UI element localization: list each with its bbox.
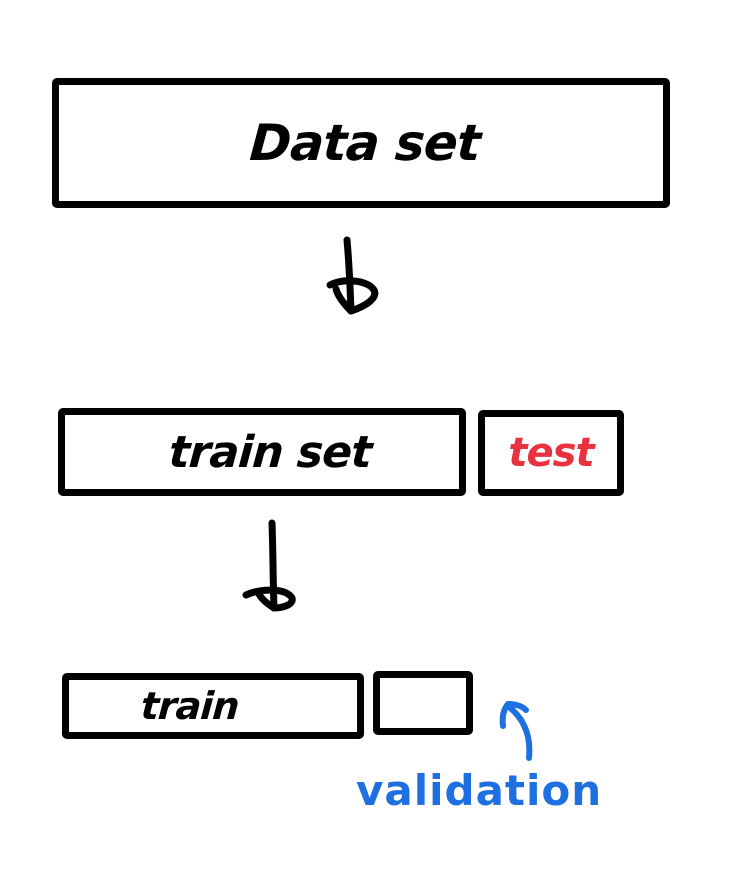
- test-label: test: [508, 430, 594, 476]
- test-box: test: [478, 410, 624, 496]
- arrow-down-icon: [242, 519, 296, 612]
- arrow-up-left-icon: [499, 701, 533, 761]
- validation-label: validation: [356, 766, 603, 815]
- arrow-down-icon: [326, 236, 379, 315]
- dataset-box: Data set: [52, 78, 670, 208]
- trainset-box: train set: [58, 408, 466, 496]
- train-box: train: [62, 673, 364, 739]
- validation-box: [373, 671, 473, 735]
